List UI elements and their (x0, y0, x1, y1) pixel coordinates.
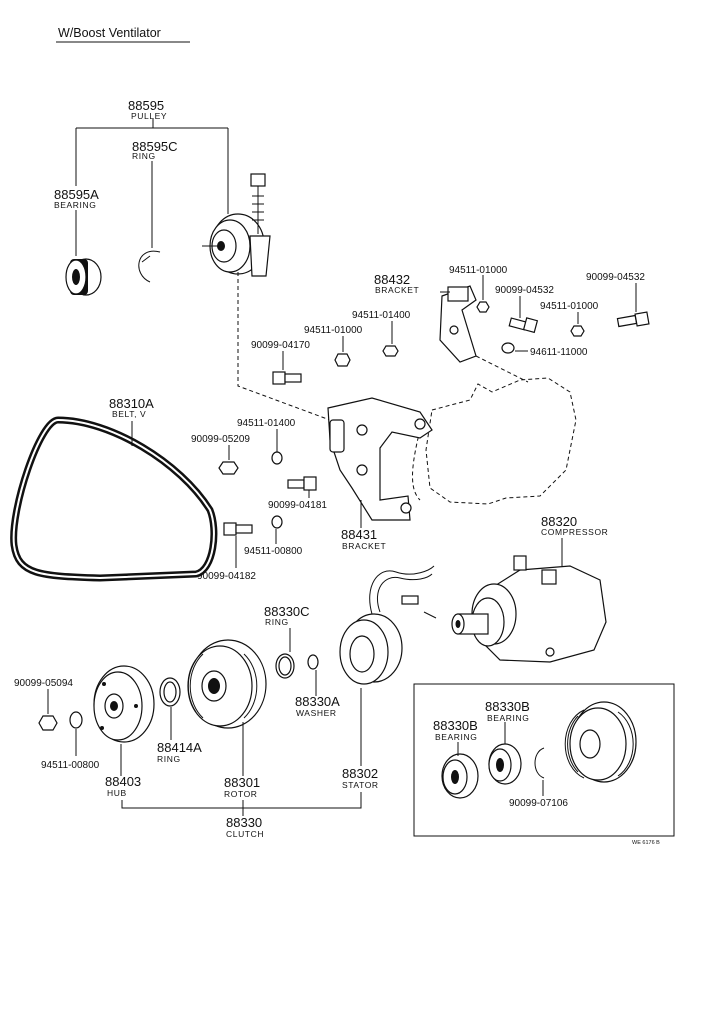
part-number-88432: 88432 (374, 272, 410, 287)
part-name-pulley: PULLEY (131, 111, 167, 121)
washer-icon (501, 342, 515, 354)
part-number-88302: 88302 (342, 766, 378, 781)
stator-88302 (339, 613, 403, 685)
bolt-icon (287, 476, 317, 491)
connector-icon (401, 595, 419, 605)
part-name-hub: HUB (107, 788, 127, 798)
part-number-88330a: 88330A (295, 694, 340, 709)
part-number-88320: 88320 (541, 514, 577, 529)
washer-88330a (307, 654, 319, 670)
snap-ring-inset (534, 747, 545, 779)
clutch-bracket-line (121, 792, 362, 816)
bolt-icon (223, 522, 253, 536)
part-name-washer: WASHER (296, 708, 337, 718)
dashed-leader-pulley (237, 272, 331, 421)
part-number-88330: 88330 (226, 815, 262, 830)
part-number-f3: 90099-04532 (586, 272, 645, 283)
part-name-compressor: COMPRESSOR (541, 527, 608, 537)
part-number-f1: 94511-01000 (449, 265, 508, 276)
part-number-88301: 88301 (224, 775, 260, 790)
part-name-clutch: CLUTCH (226, 829, 264, 839)
part-number-f2: 90099-04532 (495, 285, 554, 296)
bearing-88330b-right (488, 743, 522, 785)
dashed-leader-bracket (475, 355, 529, 383)
compressor-88320 (451, 555, 607, 663)
washer-icon (69, 711, 83, 729)
stator-wire (369, 565, 435, 615)
part-number-f10: 90099-05209 (191, 434, 250, 445)
bracket-88432 (439, 285, 477, 363)
nut-icon (218, 461, 239, 475)
hub-88403 (93, 665, 155, 743)
snap-ring-88595c (138, 250, 161, 283)
part-number-88330b-right: 88330B (485, 699, 530, 714)
bearing-88595a (65, 258, 102, 296)
inset-box (413, 683, 675, 837)
part-number-88330c: 88330C (264, 604, 310, 619)
part-name-stator: STATOR (342, 780, 379, 790)
part-number-f16: 90099-07106 (509, 798, 568, 809)
part-number-88595a: 88595A (54, 187, 99, 202)
part-number-f9: 94511-01400 (237, 418, 296, 429)
part-number-88431: 88431 (341, 527, 377, 542)
part-name-ring: RING (132, 151, 156, 161)
part-number-88595: 88595 (128, 98, 164, 113)
bolt-icon (616, 311, 650, 328)
nut-icon (334, 353, 351, 367)
bolt-icon (508, 317, 539, 334)
part-number-f11: 90099-04181 (268, 500, 327, 511)
part-name-bracket-lower: BRACKET (342, 541, 386, 551)
part-number-88595c: 88595C (132, 139, 178, 154)
part-number-f5: 94511-01400 (352, 310, 411, 321)
part-number-f15: 94511-00800 (41, 760, 100, 771)
part-number-f6: 94511-01000 (304, 325, 363, 336)
part-number-f7: 90099-04170 (251, 340, 310, 351)
pulley-88595 (202, 173, 271, 277)
bolt-icon (272, 371, 302, 385)
nut-icon (38, 715, 58, 731)
part-number-88414a: 88414A (157, 740, 202, 755)
part-number-f8: 94611-11000 (530, 347, 588, 358)
part-number-f14: 90099-05094 (14, 678, 73, 689)
part-number-88330b-left: 88330B (433, 718, 478, 733)
part-name-ring-clutch: RING (265, 617, 289, 627)
nut-icon (382, 345, 399, 357)
bearing-88330b-left (441, 753, 479, 799)
part-number-f4: 94511-01000 (540, 301, 599, 312)
part-number-88310a: 88310A (109, 396, 154, 411)
part-number-88403: 88403 (105, 774, 141, 789)
nut-icon (570, 325, 585, 337)
part-number-f13: 90099-04182 (197, 571, 256, 582)
washer-icon (271, 451, 283, 465)
part-number-f12: 94511-00800 (244, 546, 303, 557)
v-belt-88310a (10, 416, 218, 582)
part-name-bearing-left: BEARING (435, 732, 477, 742)
rotor-88301 (187, 639, 267, 729)
part-name-rotor: ROTOR (224, 789, 258, 799)
part-name-bracket-upper: BRACKET (375, 285, 419, 295)
diagram-title: W/Boost Ventilator (58, 26, 161, 40)
part-name-belt: BELT, V (112, 409, 146, 419)
part-name-bearing-right: BEARING (487, 713, 529, 723)
part-name-bearing: BEARING (54, 200, 96, 210)
pulley-inset (564, 701, 637, 783)
compressor-assembly-upper (327, 377, 577, 521)
diagram-code: WE 6176 B (632, 840, 660, 846)
nut-icon (476, 301, 490, 313)
part-name-ring-hub: RING (157, 754, 181, 764)
washer-icon (271, 515, 283, 529)
